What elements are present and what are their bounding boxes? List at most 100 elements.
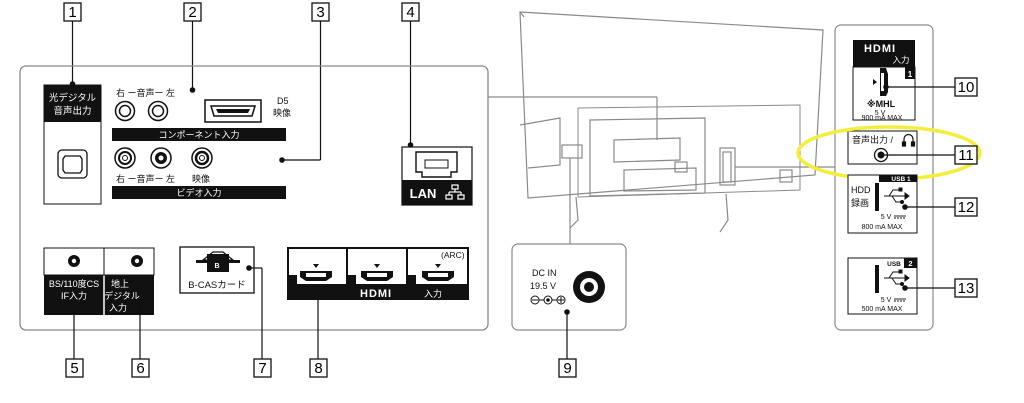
bs-cs-if-input-jack[interactable]: [68, 255, 80, 267]
svg-text:USB: USB: [887, 261, 901, 268]
hdmi-rear-section: (ARC) 4 3 2 HDMI 入力: [287, 247, 469, 300]
component-audio-r-jack[interactable]: [114, 100, 136, 122]
svg-text:12: 12: [958, 199, 975, 216]
callout-5: 5: [65, 358, 84, 378]
callout-7: 7: [253, 358, 272, 378]
svg-text:IF入力: IF入力: [61, 290, 87, 301]
svg-text:入力: 入力: [109, 302, 127, 313]
svg-text:B-CASカード: B-CASカード: [188, 280, 246, 291]
svg-text:音声出力 /: 音声出力 /: [852, 134, 894, 145]
svg-text:※MHL: ※MHL: [867, 99, 896, 109]
svg-text:5: 5: [70, 360, 78, 377]
leader-lines-top: [69, 21, 414, 163]
svg-text:3: 3: [316, 4, 324, 21]
svg-text:9: 9: [563, 360, 571, 377]
svg-text:2: 2: [188, 4, 196, 21]
lan-port[interactable]: [415, 151, 458, 178]
leader-line-8: [315, 289, 321, 359]
leader-line-7: [246, 265, 263, 359]
video-input-section: 右 ー音声ー 左 映像 ビデオ入力: [112, 147, 286, 199]
rear-panel-outline: [19, 65, 489, 331]
svg-text:19.5 V: 19.5 V: [530, 281, 556, 291]
svg-text:右 ー音声ー 左: 右 ー音声ー 左: [116, 173, 175, 184]
svg-text:音声出力: 音声出力: [53, 105, 91, 117]
svg-text:7: 7: [258, 360, 266, 377]
hdmi-port-2[interactable]: [422, 264, 454, 281]
usb1-port[interactable]: [875, 183, 879, 211]
svg-text:11: 11: [958, 147, 974, 164]
svg-text:録画: 録画: [851, 197, 869, 208]
side-hdmi-section: HDMI 入力 1 ※MHL 5 V 900 mA MAX: [852, 40, 916, 122]
svg-text:HDMI: HDMI: [360, 288, 392, 300]
hdmi-port-4[interactable]: [300, 264, 332, 281]
optical-audio-out-section: 光デジタル 音声出力: [43, 84, 102, 205]
component-input-section: 右 ー音声ー 左 D5 映像 コンポーネント入力: [112, 87, 291, 141]
svg-text:ビデオ入力: ビデオ入力: [176, 187, 221, 198]
callout-9: 9: [558, 358, 577, 378]
callout-11: 11: [954, 145, 978, 165]
svg-text:5 V: 5 V: [875, 110, 886, 117]
svg-text:13: 13: [958, 280, 975, 297]
usb-icon: [884, 187, 910, 204]
callout-1: 1: [63, 2, 82, 22]
svg-text:4: 4: [406, 4, 414, 21]
svg-text:映像: 映像: [192, 173, 210, 184]
svg-text:B: B: [214, 263, 219, 270]
callout-8: 8: [309, 358, 328, 378]
terrestrial-input-jack[interactable]: [131, 255, 143, 267]
callout-10: 10: [954, 77, 978, 97]
side-audio-out-section: 音声出力 /: [847, 130, 918, 165]
callout-12: 12: [954, 197, 978, 217]
svg-text:入力: 入力: [892, 55, 909, 65]
svg-text:デジタル: デジタル: [104, 290, 140, 301]
svg-text:6: 6: [136, 360, 144, 377]
video-audio-r-jack[interactable]: [114, 147, 136, 169]
antenna-section: BS/110度CS IF入力 地上 デジタル 入力: [43, 247, 155, 315]
svg-text:右 ー音声ー 左: 右 ー音声ー 左: [116, 87, 175, 98]
optical-port[interactable]: [57, 149, 88, 179]
svg-text:D5: D5: [277, 96, 289, 106]
svg-text:500 mA MAX: 500 mA MAX: [862, 306, 903, 313]
svg-text:入力: 入力: [424, 288, 442, 299]
svg-text:LAN: LAN: [410, 186, 437, 201]
svg-text:光デジタル: 光デジタル: [49, 92, 97, 104]
leader-lines-side: [878, 84, 955, 291]
svg-text:10: 10: [958, 79, 975, 96]
svg-text:地上: 地上: [111, 278, 129, 289]
svg-text:BS/110度CS: BS/110度CS: [49, 278, 99, 289]
d5-video-port[interactable]: [204, 99, 262, 123]
dc-in-jack[interactable]: [573, 271, 605, 303]
callout-4: 4: [401, 2, 420, 22]
callout-2: 2: [183, 2, 202, 22]
svg-text:800 mA MAX: 800 mA MAX: [862, 224, 903, 231]
dc-in-section: DC IN 19.5 V: [511, 243, 627, 331]
tv-connection-guides: [488, 96, 835, 244]
bcas-card-slot[interactable]: B B-CASカード: [179, 246, 255, 294]
usb2-port[interactable]: [875, 265, 879, 293]
side-usb1-section: USB 1 HDD 録画 5 V 800 mA MAX: [847, 174, 918, 234]
callout-3: 3: [311, 2, 330, 22]
svg-text:2: 2: [908, 259, 912, 268]
svg-text:(ARC): (ARC): [441, 250, 465, 260]
svg-text:コンポーネント入力: コンポーネント入力: [158, 129, 239, 140]
callout-6: 6: [131, 358, 150, 378]
network-icon: [445, 184, 465, 200]
dc-polarity-icon: [530, 295, 566, 305]
svg-text:1: 1: [68, 4, 76, 21]
video-composite-jack[interactable]: [191, 147, 213, 169]
svg-text:1: 1: [908, 70, 913, 79]
hdmi-port-3[interactable]: [361, 264, 393, 281]
callout-13: 13: [954, 278, 978, 298]
svg-text:USB 1: USB 1: [891, 176, 911, 183]
component-audio-l-jack[interactable]: [147, 100, 169, 122]
svg-text:8: 8: [314, 360, 322, 377]
svg-text:映像: 映像: [273, 107, 291, 118]
svg-text:DC IN: DC IN: [532, 268, 557, 278]
leader-line-9: [564, 309, 570, 359]
usb-icon-2: [884, 269, 910, 286]
headphone-icon: [901, 133, 916, 147]
svg-text:5 V: 5 V: [881, 214, 892, 221]
leader-lines-antenna: [71, 305, 143, 359]
video-audio-l-jack[interactable]: [150, 147, 172, 169]
